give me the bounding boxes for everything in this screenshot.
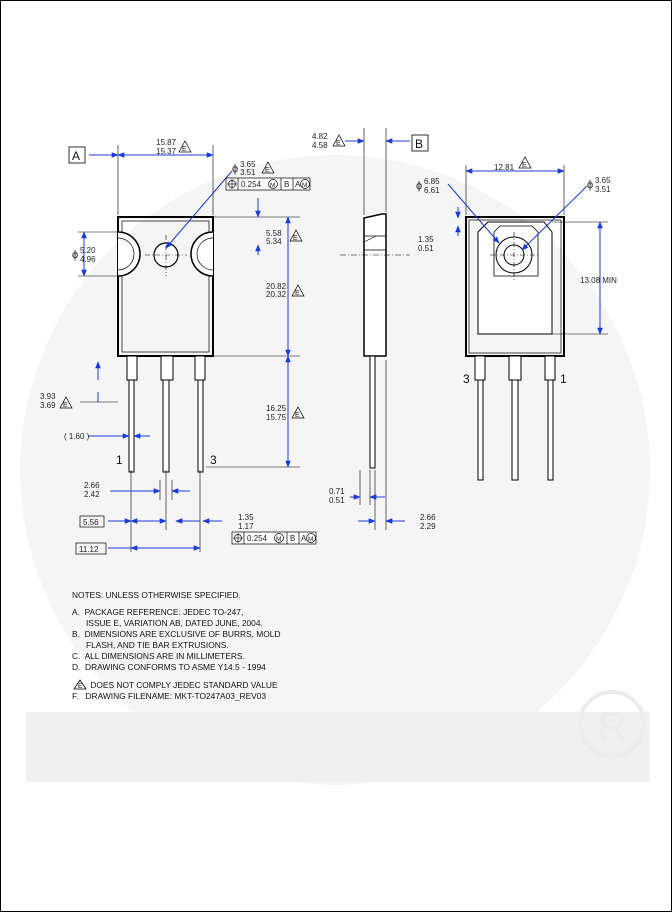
dim-tab-th-max: 1.35 — [418, 235, 434, 244]
dim-notch-dia-min: 4.96 — [80, 255, 96, 264]
tol-leads-value: 0.254 — [247, 534, 268, 543]
front-pin-3-label: 3 — [210, 453, 217, 467]
back-pin-3-label: 3 — [463, 372, 470, 386]
dim-lead-th-max: 1.35 — [238, 513, 254, 522]
note-b-line1: B. DIMENSIONS ARE EXCLUSIVE OF BURRS, MO… — [72, 629, 281, 639]
dim-back-small-dia-max: 3.65 — [595, 176, 611, 185]
dim-width-top-min: 15.37 — [156, 147, 177, 156]
diameter-symbol: ϕ — [232, 163, 238, 175]
front-view: 1 3 — [40, 138, 317, 555]
dim-thick-min: 4.58 — [312, 141, 328, 150]
dim-back-width: 12.81 — [494, 163, 515, 172]
note-e-row: E DOES NOT COMPLY JEDEC STANDARD VALUE — [72, 679, 432, 691]
notes-heading: NOTES: UNLESS OTHERWISE SPECIFIED. — [72, 590, 241, 600]
note-e-flag: E — [265, 167, 270, 174]
note-a-line1: A. PACKAGE REFERENCE: JEDEC TO-247, — [72, 607, 244, 617]
dim-pitch-1112: 11.12 — [79, 545, 99, 554]
dim-width-top-max: 15.87 — [156, 138, 177, 147]
dim-lead-t-max: 0.71 — [329, 487, 345, 496]
dim-hole-pos-max: 5.58 — [266, 229, 282, 238]
dim-lead-t-min: 0.51 — [329, 496, 345, 505]
note-a-line2: ISSUE E, VARIATION AB, DATED JUNE, 2004. — [72, 618, 263, 628]
dim-shoulder-min: 3.69 — [40, 401, 56, 410]
dim-back-big-dia-max: 6.85 — [424, 177, 440, 186]
dim-lead-len-min: 15.75 — [266, 413, 287, 422]
dim-side-lead-max: 2.66 — [420, 513, 436, 522]
dim-pitch-556: 5.56 — [83, 518, 99, 527]
note-f: F. DRAWING FILENAME: MKT-TO247A03_REV03 — [72, 691, 267, 701]
dim-lead-w-min: 2.42 — [84, 490, 100, 499]
dim-min-length: 13.08 MIN — [580, 276, 617, 285]
tol-hole-datum-b: B — [284, 180, 289, 189]
note-e-symbol: E — [78, 683, 83, 690]
tolerance-frame-leads: 0.254 M B A M — [231, 531, 317, 545]
note-e-flag: E — [295, 290, 300, 297]
note-e-flag: E — [522, 162, 527, 169]
note-e-flag: E — [295, 412, 300, 419]
right-notch — [190, 231, 214, 277]
tol-leads-datum-b: B — [290, 534, 295, 543]
note-e: DOES NOT COMPLY JEDEC STANDARD VALUE — [90, 680, 278, 690]
back-leads — [474, 355, 556, 481]
dim-shoulder-max: 3.93 — [40, 392, 56, 401]
tolerance-frame-hole: 0.254 M B A M — [225, 177, 311, 191]
tol-leads-m: M — [276, 536, 281, 543]
datum-a: A — [72, 149, 80, 163]
left-notch — [117, 231, 141, 277]
dim-lead-w-max: 2.66 — [84, 481, 100, 490]
dim-side-lead-min: 2.29 — [420, 522, 436, 531]
back-pin-1-label: 1 — [560, 372, 567, 386]
diameter-symbol: ϕ — [587, 179, 593, 191]
tol-hole-m: M — [270, 182, 275, 189]
dim-lead-th-min: 1.17 — [238, 522, 254, 531]
side-view: B 4.82 4.58 E 1.35 0.51 0.71 0.51 2.66 2… — [312, 128, 461, 531]
tol-hole-datum-a: A — [295, 180, 301, 189]
diameter-symbol: ϕ — [416, 180, 422, 192]
note-e-triangle-icon: E — [73, 679, 87, 690]
dim-ref-160: ( 1.60 ) — [64, 432, 90, 441]
dim-lead-len-max: 16.25 — [266, 404, 287, 413]
svg-text:R: R — [598, 705, 627, 749]
dim-hole-dia-min: 3.51 — [240, 168, 256, 177]
back-view: 3 1 12.81 E ϕ 6.85 6.61 ϕ 3.65 3.51 13.0… — [416, 156, 617, 481]
side-body — [363, 213, 387, 357]
note-b-line2: FLASH, AND TIE BAR EXTRUSIONS. — [72, 640, 229, 650]
note-e-flag: E — [63, 402, 68, 409]
tol-leads-datum-a: A — [301, 534, 307, 543]
note-d: D. DRAWING CONFORMS TO ASME Y14.5 - 1994 — [72, 662, 266, 672]
note-e-flag: E — [336, 140, 341, 147]
datum-b: B — [415, 137, 423, 151]
side-lead — [369, 355, 376, 469]
tol-hole-value: 0.254 — [241, 180, 262, 189]
note-e-flag: E — [293, 235, 298, 242]
front-pin-1-label: 1 — [116, 453, 123, 467]
notes-block: NOTES: UNLESS OTHERWISE SPECIFIED. A. PA… — [72, 590, 432, 702]
note-c: C. ALL DIMENSIONS ARE IN MILLIMETERS. — [72, 651, 245, 661]
dim-back-big-dia-min: 6.61 — [424, 186, 440, 195]
dim-back-small-dia-min: 3.51 — [595, 185, 611, 194]
dim-notch-dia-max: 5.20 — [80, 246, 96, 255]
dim-thick-max: 4.82 — [312, 132, 328, 141]
diameter-symbol: ϕ — [72, 249, 78, 261]
tol-leads-m2: M — [308, 536, 313, 543]
note-e-flag: E — [182, 146, 187, 153]
dim-body-len-max: 20.82 — [266, 282, 287, 291]
dim-body-len-min: 20.32 — [266, 290, 287, 299]
tol-hole-m2: M — [302, 182, 307, 189]
front-leads — [126, 355, 206, 473]
dim-hole-dia-max: 3.65 — [240, 160, 256, 169]
dim-tab-th-min: 0.51 — [418, 244, 434, 253]
dim-hole-pos-min: 5.34 — [266, 237, 282, 246]
